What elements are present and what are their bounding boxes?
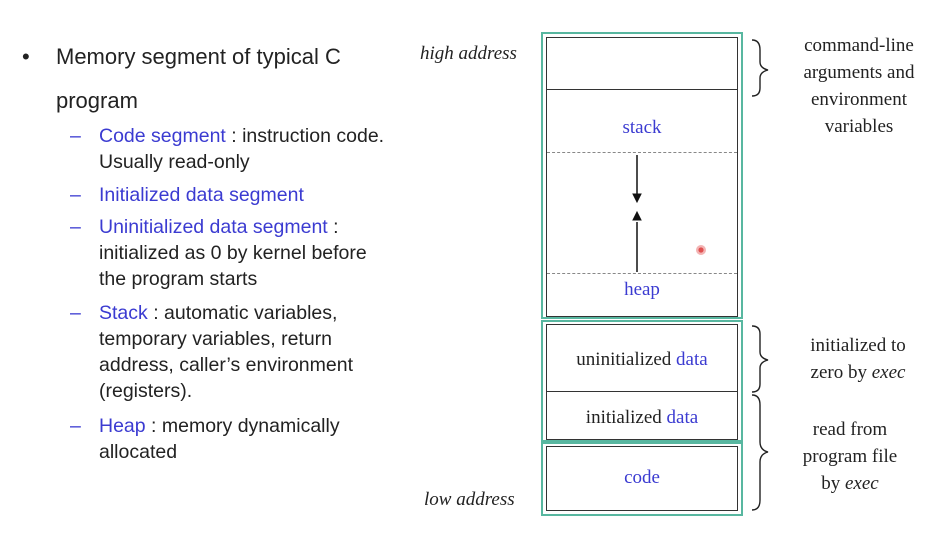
low-address-label: low address bbox=[424, 489, 515, 510]
brace-read bbox=[751, 394, 769, 511]
term-uninitialized-data: Uninitialized data segment bbox=[99, 216, 328, 238]
brace-args bbox=[751, 39, 769, 97]
dash: – bbox=[70, 125, 81, 147]
frame-data bbox=[541, 320, 743, 442]
term-stack: Stack bbox=[99, 302, 148, 324]
initialized-data-block bbox=[546, 391, 738, 440]
code-block bbox=[546, 446, 738, 511]
note-args-env: command-line arguments and environment v… bbox=[803, 35, 915, 137]
dash: – bbox=[70, 216, 81, 238]
frame-top bbox=[541, 32, 743, 319]
heap-growth-arrow bbox=[632, 210, 642, 272]
desc-code-segment: : instruction code. Usually read-only bbox=[99, 125, 385, 173]
desc-heap: : memory dynamically allocated bbox=[99, 415, 340, 463]
brace-uninit bbox=[751, 325, 769, 393]
term-code-segment: Code segment bbox=[99, 125, 226, 147]
heap-limit-line bbox=[547, 273, 737, 274]
main-bullet-text: Memory segment of typical C program bbox=[56, 44, 341, 113]
term-initialized-data: Initialized data segment bbox=[99, 184, 304, 206]
dash: – bbox=[70, 184, 81, 206]
desc-stack: : automatic variables, temporary variabl… bbox=[99, 302, 353, 402]
desc-uninitialized-data: : initialized as 0 by kernel before the … bbox=[99, 216, 367, 290]
stack-heap-block bbox=[546, 89, 738, 317]
dash: – bbox=[70, 302, 81, 324]
high-address-label: high address bbox=[420, 43, 517, 64]
dash: – bbox=[70, 415, 81, 437]
pointer-dot bbox=[696, 245, 706, 255]
args-env-block bbox=[546, 37, 738, 90]
note-zero-init: initialized to zero by exec bbox=[810, 335, 906, 383]
heap-label: heap bbox=[624, 279, 660, 300]
code-label: code bbox=[624, 467, 660, 488]
initialized-data-label: initialized data bbox=[585, 407, 699, 428]
uninitialized-data-label: uninitialized data bbox=[576, 349, 708, 370]
stack-growth-arrow bbox=[632, 155, 642, 204]
stack-label: stack bbox=[622, 117, 662, 138]
stack-limit-line bbox=[547, 152, 737, 153]
frame-code bbox=[541, 442, 743, 516]
bullet-dot: • bbox=[22, 44, 30, 69]
term-heap: Heap bbox=[99, 415, 146, 437]
note-read-from-file: read from program file by exec bbox=[802, 419, 898, 494]
